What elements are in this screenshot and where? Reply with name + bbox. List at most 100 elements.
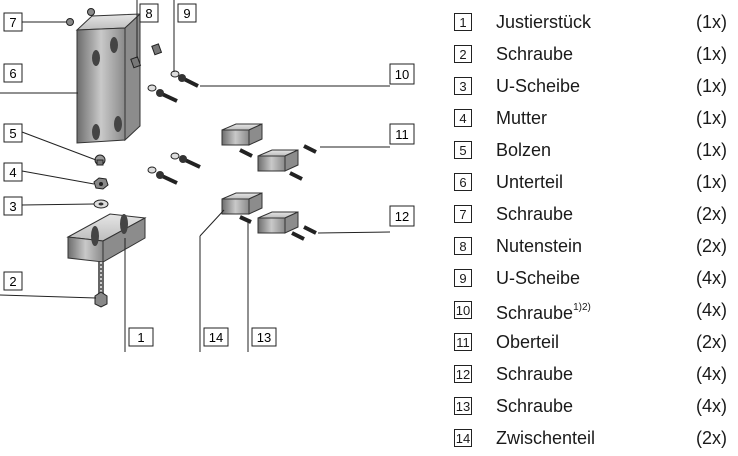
callout-14: 14 [203, 327, 229, 347]
part-number: 9 [454, 269, 472, 287]
part-number: 14 [454, 429, 472, 447]
part-7-screws [66, 8, 95, 26]
part-number: 12 [454, 365, 472, 383]
exploded-view-drawing: 7 6 5 4 3 2 8 9 10 11 12 1 [0, 0, 415, 352]
part-1-adjusting-piece [66, 213, 147, 263]
parts-list-row: 6 Unterteil (1x) [454, 168, 738, 200]
part-14-intermediate-parts [221, 192, 317, 241]
svg-text:7: 7 [9, 15, 16, 30]
part-4-nut [93, 177, 109, 190]
parts-list-row: 12 Schraube (4x) [454, 360, 738, 392]
parts-list-row: 3 U-Scheibe (1x) [454, 72, 738, 104]
part-name: U-Scheibe [496, 268, 581, 288]
part-number: 13 [454, 397, 472, 415]
part-name: Mutter [496, 108, 548, 128]
part-number: 8 [454, 237, 472, 255]
callout-12: 12 [389, 205, 415, 227]
svg-text:4: 4 [9, 165, 16, 180]
svg-text:3: 3 [9, 199, 16, 214]
svg-text:5: 5 [9, 126, 16, 141]
part-quantity: (1x) [696, 44, 727, 64]
part-number: 7 [454, 205, 472, 223]
svg-text:1: 1 [137, 330, 144, 345]
callout-2: 2 [3, 271, 23, 291]
part-name: U-Scheibe [496, 76, 581, 96]
part-number: 5 [454, 141, 472, 159]
callout-5: 5 [3, 123, 23, 143]
callout-1: 1 [128, 327, 154, 347]
part-name: Schraube1)2) [496, 299, 591, 324]
part-name: Schraube [496, 204, 574, 224]
part-number: 3 [454, 77, 472, 95]
part-10-screws-lower [147, 152, 201, 185]
parts-list: 1 Justierstück (1x) 2 Schraube (1x) 3 U-… [454, 8, 738, 456]
part-number: 10 [454, 301, 472, 319]
part-11-upper-parts [221, 123, 317, 181]
part-2-screw [94, 262, 108, 308]
part-quantity: (4x) [696, 300, 727, 320]
parts-list-row: 2 Schraube (1x) [454, 40, 738, 72]
part-number: 2 [454, 45, 472, 63]
part-quantity: (2x) [696, 236, 727, 256]
parts-list-row: 5 Bolzen (1x) [454, 136, 738, 168]
leader-lines [0, 0, 391, 352]
part-name: Schraube [496, 396, 574, 416]
part-quantity: (2x) [696, 332, 727, 352]
svg-text:11: 11 [395, 127, 409, 142]
callout-3: 3 [3, 196, 23, 216]
part-quantity: (4x) [696, 268, 727, 288]
part-9-10-screws-upper [147, 70, 199, 103]
part-number: 6 [454, 173, 472, 191]
part-name: Nutenstein [496, 236, 583, 256]
part-number: 1 [454, 13, 472, 31]
parts-list-row: 14 Zwischenteil (2x) [454, 424, 738, 456]
part-quantity: (4x) [696, 364, 727, 384]
part-quantity: (1x) [696, 140, 727, 160]
svg-text:9: 9 [183, 6, 190, 21]
part-name: Schraube [496, 44, 574, 64]
parts-list-row: 4 Mutter (1x) [454, 104, 738, 136]
callout-6: 6 [3, 63, 23, 83]
svg-text:13: 13 [257, 330, 271, 345]
part-number: 4 [454, 109, 472, 127]
part-name-text: Schraube [496, 303, 574, 323]
svg-text:2: 2 [9, 274, 16, 289]
parts-list-row: 11 Oberteil (2x) [454, 328, 738, 360]
part-name: Justierstück [496, 12, 592, 32]
part-quantity: (4x) [696, 396, 727, 416]
callout-10: 10 [389, 63, 415, 85]
part-name: Bolzen [496, 140, 552, 160]
callout-9: 9 [177, 3, 197, 23]
callout-4: 4 [3, 162, 23, 182]
callout-13: 13 [251, 327, 277, 347]
parts-list-row: 1 Justierstück (1x) [454, 8, 738, 40]
footnote-marker: 1)2) [573, 302, 591, 313]
part-quantity: (1x) [696, 76, 727, 96]
part-quantity: (2x) [696, 204, 727, 224]
callout-11: 11 [389, 123, 415, 145]
callout-7: 7 [3, 12, 23, 32]
part-name: Oberteil [496, 332, 560, 352]
part-name: Unterteil [496, 172, 564, 192]
part-name: Schraube [496, 364, 574, 384]
svg-text:14: 14 [209, 330, 223, 345]
svg-text:12: 12 [395, 209, 409, 224]
parts-list-row: 10 Schraube1)2) (4x) [454, 296, 738, 328]
part-quantity: (1x) [696, 12, 727, 32]
parts-list-row: 8 Nutenstein (2x) [454, 232, 738, 264]
part-3-washer [93, 199, 109, 209]
svg-text:8: 8 [145, 6, 152, 21]
part-6-lower-block [75, 12, 142, 144]
callout-8: 8 [139, 3, 159, 23]
part-8-slot-nuts [130, 43, 163, 69]
part-quantity: (1x) [696, 108, 727, 128]
part-quantity: (1x) [696, 172, 727, 192]
parts-list-row: 7 Schraube (2x) [454, 200, 738, 232]
part-name: Zwischenteil [496, 428, 596, 448]
svg-text:6: 6 [9, 66, 16, 81]
parts-list-row: 9 U-Scheibe (4x) [454, 264, 738, 296]
parts-list-row: 13 Schraube (4x) [454, 392, 738, 424]
svg-text:10: 10 [395, 67, 409, 82]
part-quantity: (2x) [696, 428, 727, 448]
part-number: 11 [454, 333, 472, 351]
